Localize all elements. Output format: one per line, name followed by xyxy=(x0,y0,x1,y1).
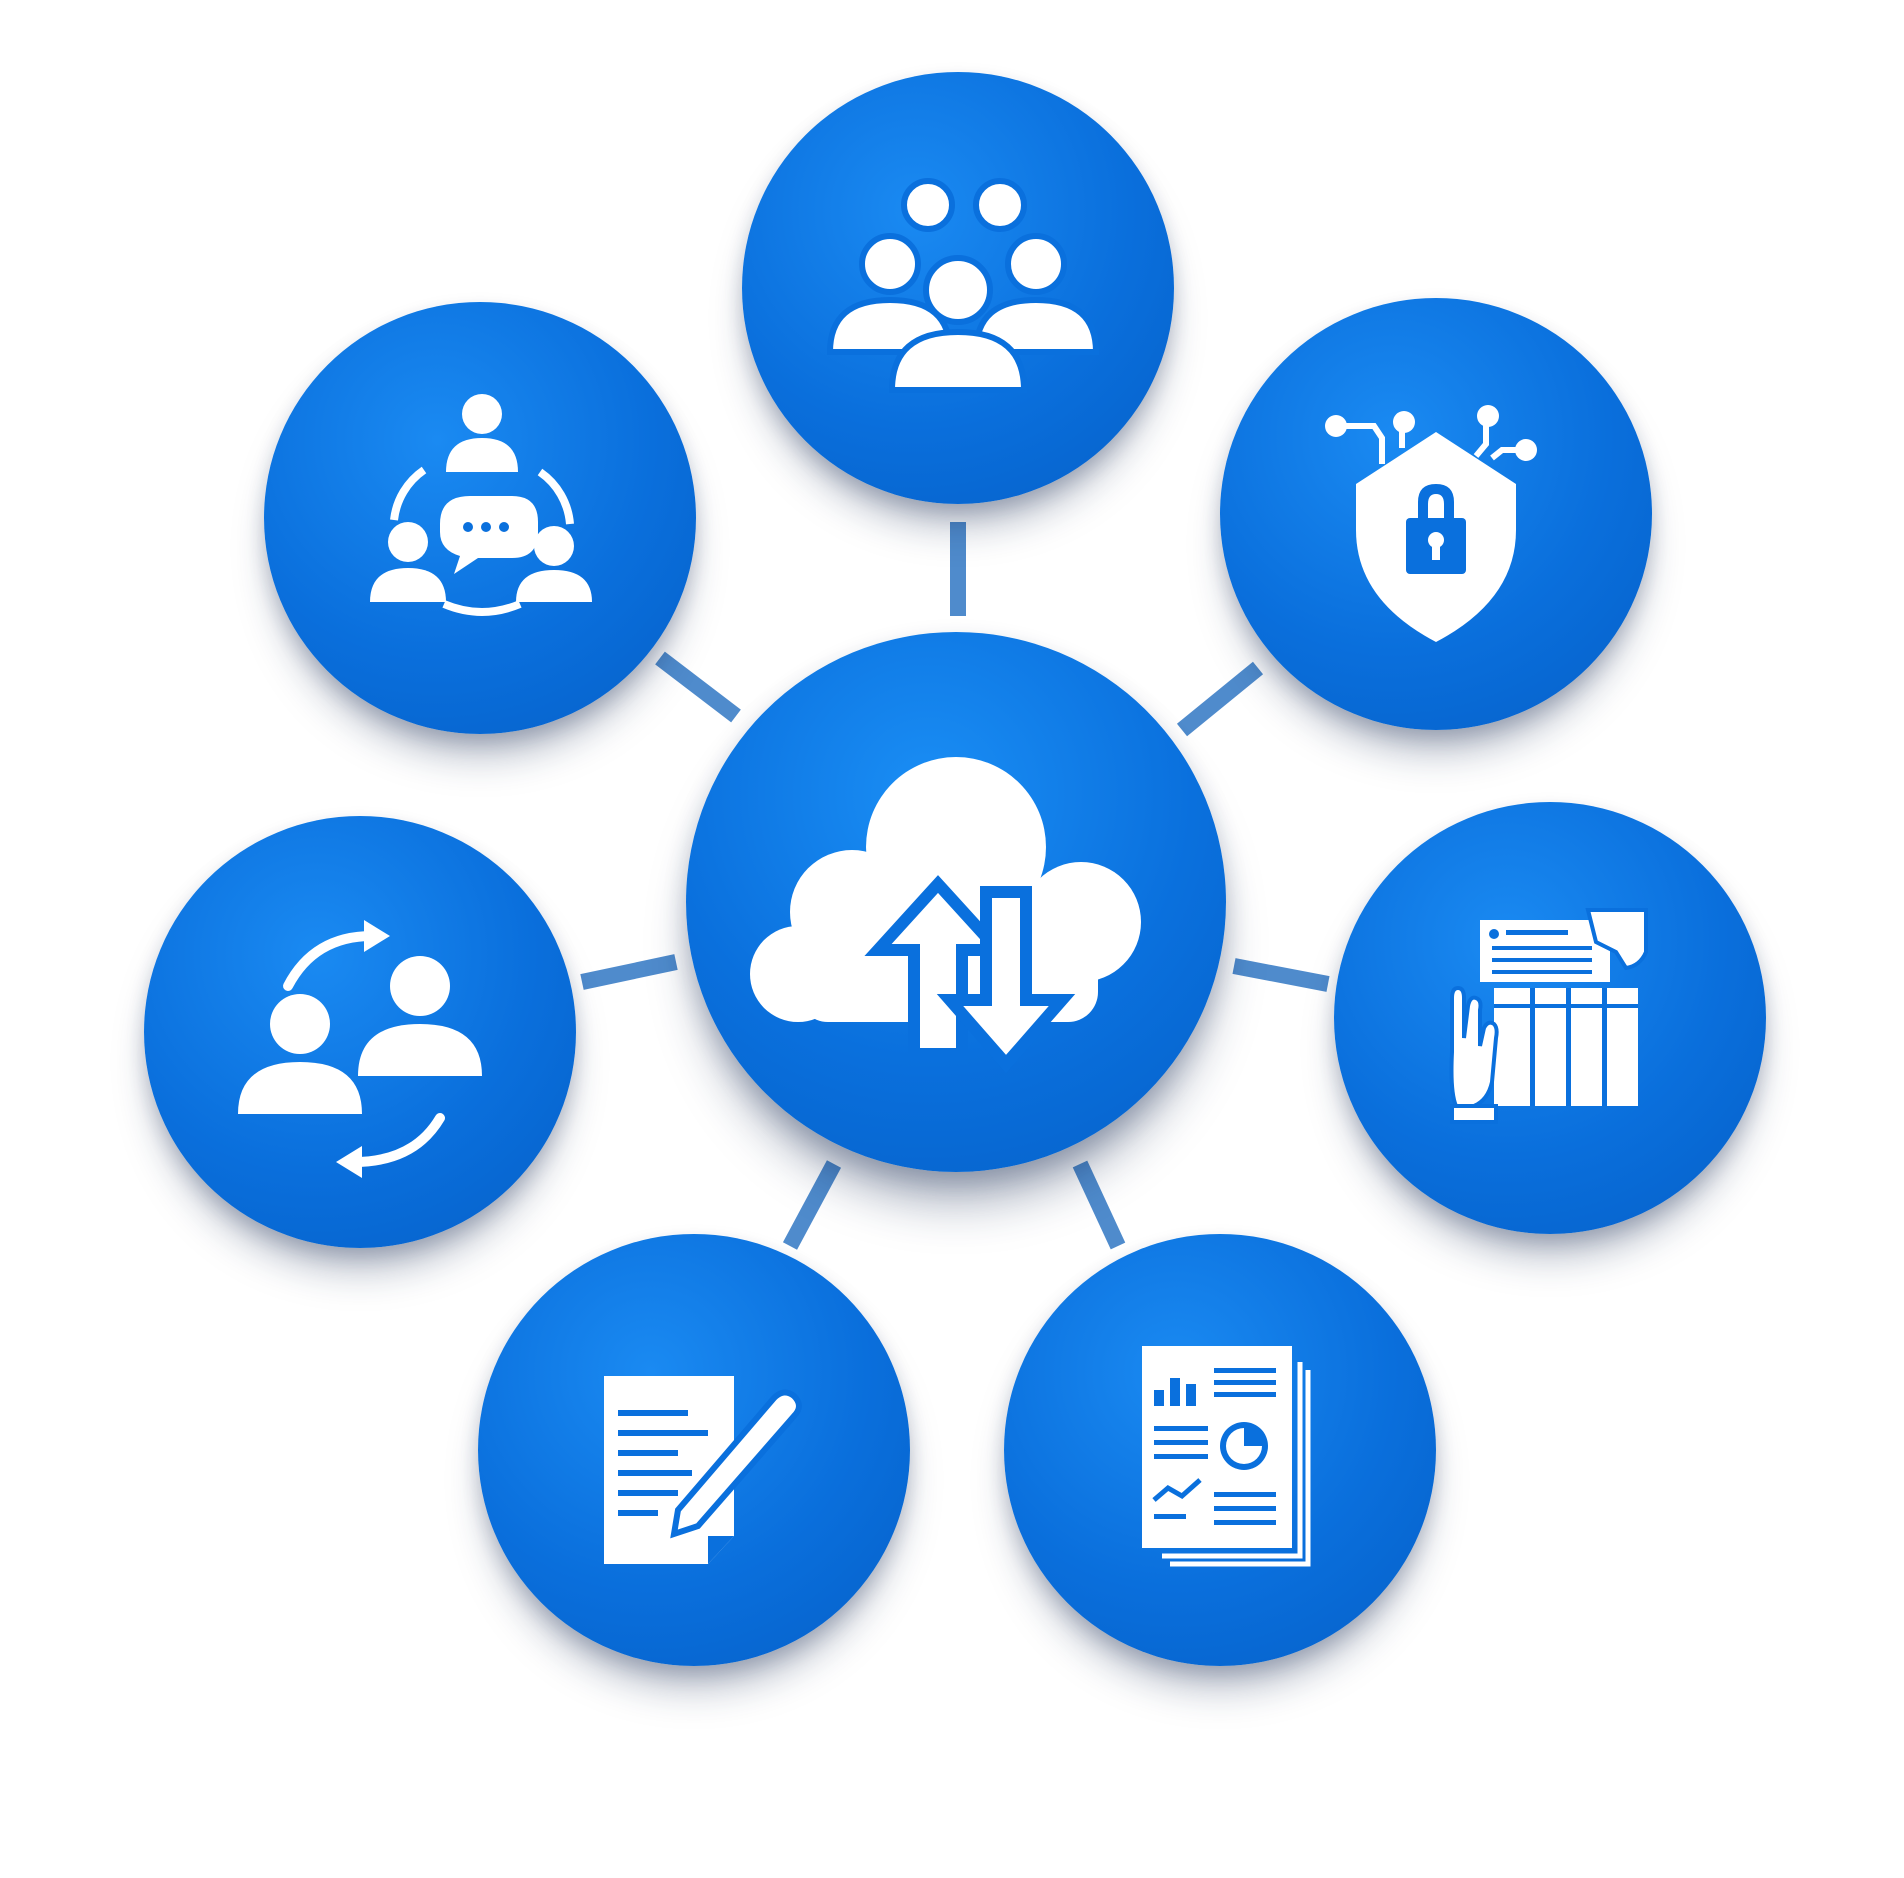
satellite-node-lower-left xyxy=(478,1234,910,1666)
satellite-node-lower-right xyxy=(1004,1234,1436,1666)
connector-lower-right xyxy=(1072,1160,1126,1250)
spreadsheet-hand-icon xyxy=(1449,908,1648,1124)
hub-node xyxy=(686,632,1226,1172)
satellite-node-upper-right xyxy=(1220,298,1652,730)
document-edit-icon xyxy=(604,1376,802,1564)
connector-lower-left xyxy=(782,1160,842,1250)
satellite-node-left xyxy=(144,816,576,1248)
team-communication-icon xyxy=(370,394,592,616)
team-group-icon xyxy=(826,178,1100,393)
satellite-node-right xyxy=(1334,802,1766,1234)
report-analytics-icon xyxy=(1142,1346,1311,1567)
satellite-node-top xyxy=(742,72,1174,504)
cloud-upload-download-icon xyxy=(750,757,1141,1074)
connector-left xyxy=(580,954,678,990)
connector-upper-left xyxy=(655,651,741,723)
connector-upper-right xyxy=(1176,661,1264,737)
connector-right xyxy=(1232,958,1330,992)
satellite-node-upper-left xyxy=(264,302,696,734)
security-shield-lock-icon xyxy=(1325,405,1537,642)
user-exchange-icon xyxy=(238,920,482,1178)
